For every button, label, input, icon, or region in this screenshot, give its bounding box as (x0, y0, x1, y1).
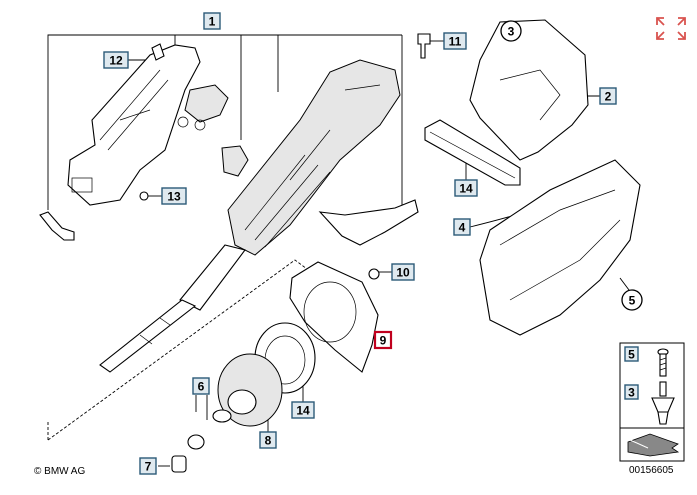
bracket-part (67, 44, 201, 206)
expand-arrows-icon[interactable] (656, 17, 686, 40)
callout-6[interactable]: 6 (192, 377, 210, 395)
svg-text:10: 10 (396, 266, 410, 280)
callout-1[interactable]: 1 (203, 12, 221, 30)
copyright-text: © BMW AG (34, 466, 85, 477)
svg-text:3: 3 (508, 25, 515, 39)
svg-text:7: 7 (145, 460, 152, 474)
callout-9[interactable]: 9 (373, 330, 393, 350)
svg-text:2: 2 (605, 90, 612, 104)
callout-7[interactable]: 7 (139, 457, 157, 475)
svg-text:8: 8 (265, 434, 272, 448)
svg-text:11: 11 (449, 35, 462, 49)
boot-8 (217, 353, 283, 427)
clip-icon (651, 381, 675, 425)
svg-text:5: 5 (629, 294, 636, 308)
callout-13[interactable]: 13 (161, 187, 187, 205)
callout-5[interactable]: 5 (621, 289, 643, 311)
callout-14-lower[interactable]: 14 (291, 401, 315, 419)
callout-2[interactable]: 2 (599, 87, 617, 105)
upper-fasteners (39, 33, 431, 280)
steering-column (99, 59, 419, 373)
legend-panel: 5 3 (619, 342, 685, 462)
callout-14-upper[interactable]: 14 (454, 179, 478, 197)
direction-arrow-icon (627, 433, 680, 457)
cover-4 (479, 159, 641, 336)
svg-text:6: 6 (198, 380, 205, 394)
wiring-clips (177, 84, 249, 177)
diagram-number: 00156605 (629, 465, 674, 476)
legend-item-5: 5 (624, 346, 639, 362)
cover-2 (469, 19, 589, 161)
svg-text:1: 1 (209, 15, 216, 29)
washers-6-7 (171, 409, 232, 473)
screw-icon (657, 348, 669, 377)
svg-text:12: 12 (109, 54, 123, 68)
callout-4[interactable]: 4 (453, 218, 471, 236)
svg-text:3: 3 (628, 386, 635, 400)
trim-ring-9 (289, 261, 379, 373)
svg-text:14: 14 (459, 182, 473, 196)
strip-14-upper (424, 119, 521, 186)
callout-8[interactable]: 8 (259, 431, 277, 449)
svg-text:13: 13 (167, 190, 181, 204)
svg-text:9: 9 (380, 334, 387, 348)
callout-10[interactable]: 10 (391, 263, 415, 281)
svg-text:4: 4 (459, 221, 466, 235)
svg-text:14: 14 (296, 404, 310, 418)
callout-3[interactable]: 3 (500, 20, 522, 42)
callout-11[interactable]: 11 (443, 32, 467, 50)
svg-text:5: 5 (628, 348, 635, 362)
legend-item-3: 3 (624, 384, 639, 400)
callout-12[interactable]: 12 (103, 51, 129, 69)
